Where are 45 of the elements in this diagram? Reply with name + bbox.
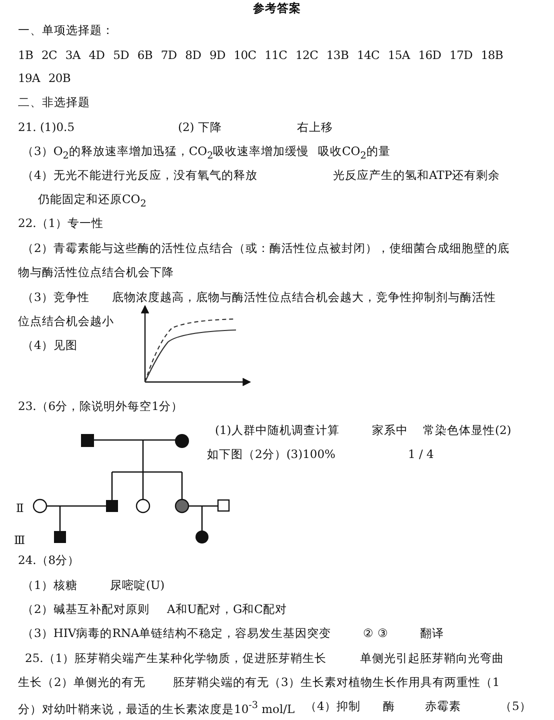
answer-text: 物与酶活性位点结合机会下降 xyxy=(18,264,174,280)
answer-text: 位点结合机会越小 xyxy=(18,313,114,329)
answer-text: 常染色体显性(2) xyxy=(423,422,512,438)
answer-text: 1 / 4 xyxy=(408,446,434,462)
answer-text: （2）青霉素能与这些酶的活性位点结合（或：酶活性位点被封闭），使细菌合成细胞壁的底 xyxy=(22,240,510,256)
answer-text: （3）竞争性 xyxy=(22,289,90,305)
answer-text: 酶 xyxy=(383,698,395,714)
answer-text: （5） xyxy=(500,698,532,714)
answer-text: 1B 2C 3A 4D 5D 6B 7D 8D 9D 10C 11C 12C 13B 14C 15A 16D 17D 18B xyxy=(18,47,504,63)
answer-text: 右上移 xyxy=(297,119,333,135)
answer-text: 分）对幼叶鞘来说，最适的生长素浓度是10$^{-3}$ mol/L xyxy=(18,699,295,717)
answer-text: 19A 20B xyxy=(18,70,71,86)
answer-text: (2) 下降 xyxy=(178,119,222,135)
answer-text: 23.（6分，除说明外每空1分） xyxy=(18,398,183,414)
answer-text: ② ③ xyxy=(363,625,389,641)
answer-text: （3）HIV病毒的RNA单链结构不稳定，容易发生基因突变 xyxy=(22,625,332,641)
generation-label: Ⅱ xyxy=(16,500,24,516)
answer-text: (1)人群中随机调查计算 xyxy=(215,422,340,438)
answer-text: （3）O$_{2}$的释放速率增加迅猛，CO$_{2}$吸收速率增加缓慢 xyxy=(22,143,310,164)
answer-text: 底物浓度越高，底物与酶活性位点结合机会越大，竞争性抑制剂与酶活性 xyxy=(112,289,496,305)
answer-text: 尿嘧啶(U) xyxy=(110,577,165,593)
answer-text: 如下图（2分）(3)100% xyxy=(207,446,336,462)
answer-text: 家系中 xyxy=(372,422,408,438)
answer-text: 胚芽鞘尖端的有无（3）生长素对植物生长作用具有两重性（1 xyxy=(173,674,500,690)
answer-text: 25.（1）胚芽鞘尖端产生某种化学物质，促进胚芽鞘生长 xyxy=(25,650,327,666)
answer-text: 22.（1）专一性 xyxy=(18,215,104,231)
answer-text: 生长（2）单侧光的有无 xyxy=(18,674,146,690)
answer-text: 光反应产生的氢和ATP还有剩余 xyxy=(333,167,500,183)
answer-text: 赤霉素 xyxy=(425,698,461,714)
section-heading: 一、单项选择题： xyxy=(18,22,114,38)
answer-text: 24.（8分） xyxy=(18,552,80,568)
answer-text: （4）无光不能进行光反应，没有氧气的释放 xyxy=(22,167,258,183)
generation-label: Ⅲ xyxy=(14,532,26,548)
answer-text: 吸收CO$_{2}$的量 xyxy=(318,143,390,164)
page-title: 参考答案 xyxy=(252,0,302,16)
answer-text: 单侧光引起胚芽鞘向光弯曲 xyxy=(360,650,504,666)
answer-text: A和U配对，G和C配对 xyxy=(167,601,287,617)
answer-text: 21. (1)0.5 xyxy=(18,119,75,135)
section-heading: 二、非选择题 xyxy=(18,94,90,110)
answer-text: （4）见图 xyxy=(22,337,78,353)
answer-text: 仍能固定和还原CO$_{2}$ xyxy=(38,191,146,212)
answer-text: （4）抑制 xyxy=(305,698,360,714)
answer-text: （2）碱基互补配对原则 xyxy=(22,601,150,617)
answer-text: （1）核糖 xyxy=(22,577,78,593)
answer-text: 翻译 xyxy=(420,625,444,641)
